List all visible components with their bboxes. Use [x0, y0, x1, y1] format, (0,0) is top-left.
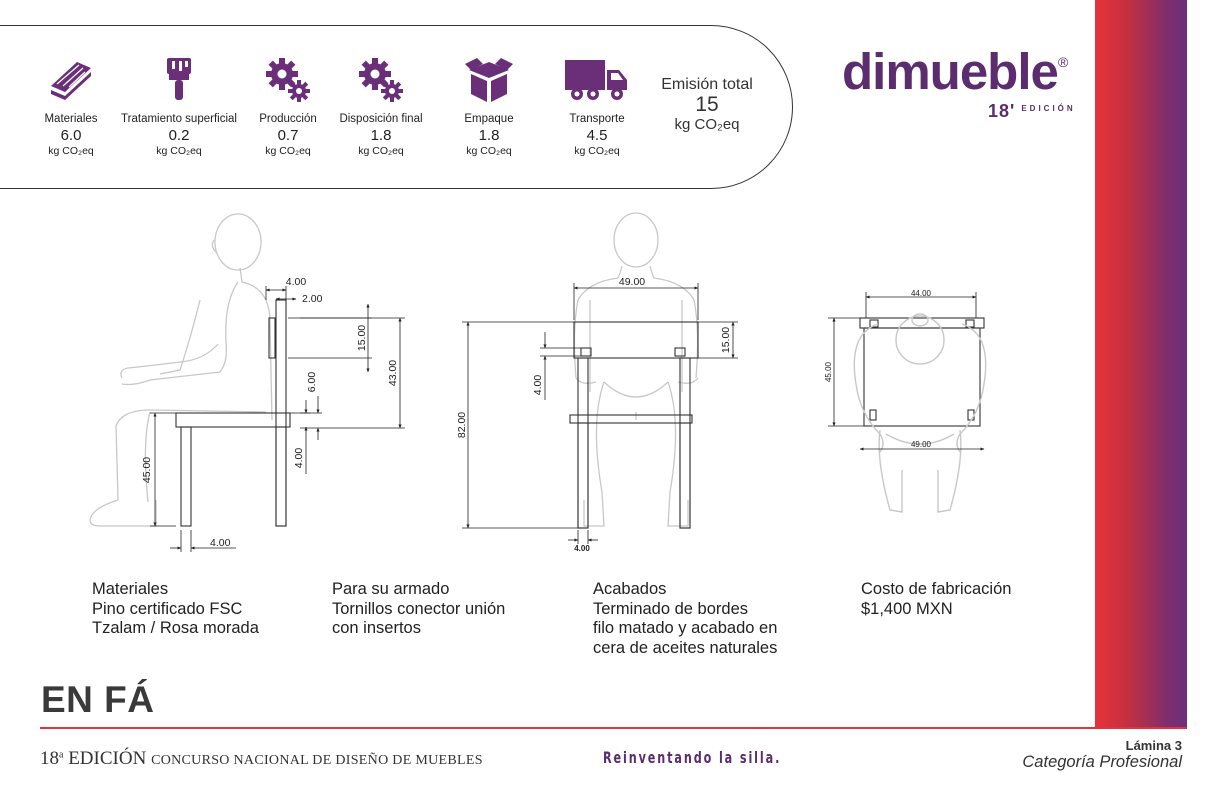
- brand-registered-mark: ®: [1058, 54, 1069, 70]
- info-finish: Acabados Terminado de bordes filo matado…: [593, 580, 777, 658]
- box-icon: [465, 58, 513, 102]
- product-name: EN FÁ: [41, 679, 155, 720]
- emission-value: 0.2: [168, 127, 190, 144]
- emission-unit: kg CO₂eq: [48, 145, 94, 157]
- info-materials-line: Pino certificado FSC: [92, 599, 243, 618]
- brand-edition-word: EDICIÓN: [1021, 104, 1076, 113]
- info-finish-line: filo matado y acabado en: [593, 619, 778, 637]
- wood-planks-icon: [51, 62, 91, 100]
- emission-total-label: Emisión total: [661, 76, 753, 93]
- emission-unit: kg CO₂eq: [265, 145, 311, 157]
- dim-side-d3: 15.00: [356, 325, 368, 351]
- dim-front-width: 49.00: [619, 276, 645, 288]
- emission-unit: kg CO₂eq: [466, 145, 512, 157]
- footer-edition-number: 18: [40, 748, 59, 769]
- info-cost: Costo de fabricación $1,400 MXN: [861, 580, 1011, 619]
- brand-edition-number: 18': [988, 101, 1016, 121]
- emission-total-unit: kg CO₂eq: [674, 116, 740, 133]
- brand-edition: 18' EDICIÓN: [988, 101, 1076, 122]
- truck-icon: [565, 60, 627, 100]
- emission-name: Transporte: [569, 113, 625, 125]
- emission-name: Materiales: [44, 113, 98, 125]
- dim-side-d5: 6.00: [306, 372, 318, 393]
- emission-name: Producción: [259, 113, 317, 125]
- brand-logo: dimueble: [842, 43, 1059, 100]
- side-view: 4.00 2.00 15.00 43.00 6.00 4.00 45.00 4.…: [89, 213, 405, 552]
- dim-front-back-h: 15.00: [720, 327, 732, 353]
- dim-side-d7: 45.00: [141, 457, 153, 483]
- emission-name: Tratamiento superficial: [121, 113, 237, 125]
- emissions-panel: [0, 25, 793, 189]
- front-chair: [569, 321, 699, 529]
- info-finish-line: Terminado de bordes: [593, 599, 749, 618]
- info-assembly-line: Para su armado: [332, 580, 450, 598]
- top-view: 44.00 45.00 49.00: [824, 289, 987, 513]
- info-materials: Materiales Pino certificado FSC Tzalam /…: [92, 580, 259, 639]
- side-color-band: [1095, 0, 1187, 727]
- side-human-figure: [89, 213, 273, 527]
- footer-contest-name: CONCURSO NACIONAL DE DISEÑO DE MUEBLES: [151, 753, 483, 768]
- emission-unit: kg CO₂eq: [358, 145, 404, 157]
- info-finish-line: Acabados: [593, 580, 667, 598]
- info-finish-line: cera de aceites naturales: [593, 638, 778, 657]
- front-view: 49.00 15.00 4.00 82.00 4.00: [456, 212, 738, 553]
- footer-tagline: Reinventando la silla.: [603, 748, 782, 767]
- emission-total-value: 15: [695, 93, 719, 116]
- footer-divider: [40, 727, 1187, 729]
- top-chair: [859, 317, 985, 427]
- info-cost-line: Costo de fabricación: [861, 580, 1012, 598]
- side-chair: [175, 299, 291, 527]
- footer-contest: 18a EDICIÓN CONCURSO NACIONAL DE DISEÑO …: [40, 748, 483, 770]
- dim-front-rail: 4.00: [532, 375, 544, 396]
- paint-brush-icon: [167, 58, 191, 100]
- emission-value: 0.7: [277, 127, 299, 144]
- category-label: Categoría Profesional: [1022, 753, 1182, 771]
- emission-unit: kg CO₂eq: [574, 145, 620, 157]
- gears-icon: [266, 58, 310, 102]
- dim-side-d4: 43.00: [387, 360, 399, 386]
- dim-top-height: 45.00: [824, 361, 833, 382]
- emission-name: Disposición final: [339, 113, 423, 125]
- dim-side-d8: 4.00: [210, 537, 231, 549]
- footer-edition-word: EDICIÓN: [63, 748, 152, 769]
- info-assembly-line: con insertos: [332, 619, 421, 637]
- emission-value: 1.8: [478, 127, 500, 144]
- top-human-figure: [853, 313, 987, 513]
- dim-top-depth: 44.00: [911, 289, 932, 298]
- emission-total: Emisión total 15 kg CO₂eq: [640, 76, 774, 133]
- info-materials-line: Tzalam / Rosa morada: [92, 619, 259, 637]
- emission-value: 6.0: [60, 127, 82, 144]
- chair-technical-drawing: 4.00 2.00 15.00 43.00 6.00 4.00 45.00 4.…: [89, 212, 987, 553]
- dim-side-d2: 2.00: [302, 293, 323, 305]
- dim-top-width: 49.00: [911, 440, 932, 449]
- emission-value: 4.5: [586, 127, 608, 144]
- dim-side-d1: 4.00: [286, 276, 307, 288]
- info-assembly-line: Tornillos conector unión: [332, 599, 506, 618]
- emission-unit: kg CO₂eq: [156, 145, 202, 157]
- emission-name: Empaque: [464, 113, 514, 125]
- dim-front-total-h: 82.00: [456, 412, 468, 438]
- info-assembly: Para su armado Tornillos conector unión …: [332, 580, 505, 639]
- sheet-number: Lámina 3: [1125, 738, 1182, 753]
- emission-value: 1.8: [370, 127, 392, 144]
- dim-side-d6: 4.00: [293, 448, 305, 469]
- info-materials-line: Materiales: [92, 580, 169, 598]
- info-cost-line: $1,400 MXN: [861, 599, 953, 618]
- dim-front-leg: 4.00: [574, 544, 590, 553]
- gears-icon: [359, 58, 403, 102]
- footer-edition-sup: a: [59, 749, 64, 761]
